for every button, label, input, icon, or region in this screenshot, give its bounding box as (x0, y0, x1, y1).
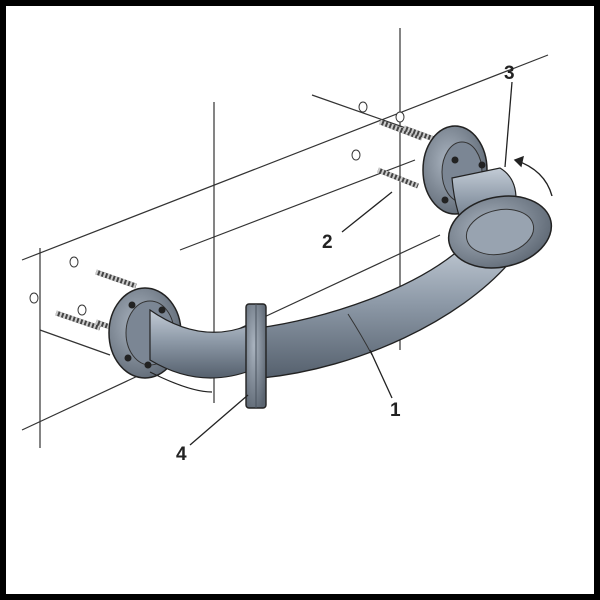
drill-hole (69, 256, 79, 268)
corner-line-lower (39, 329, 111, 356)
leader-lines (189, 81, 513, 446)
leader-line-1 (369, 349, 393, 399)
drill-hole (358, 101, 368, 113)
screw (379, 119, 423, 141)
leader-line-3 (504, 81, 513, 168)
callout-4: 4 (176, 444, 187, 465)
screw (377, 167, 419, 189)
connector-flange (245, 303, 267, 409)
drill-hole (77, 304, 87, 316)
drill-hole (29, 292, 39, 304)
drill-hole (395, 111, 405, 123)
leader-line-4 (189, 394, 249, 446)
callout-3: 3 (504, 63, 515, 84)
leader-line-2 (341, 191, 393, 233)
screw (95, 269, 137, 289)
left-rotation-guide (149, 371, 213, 393)
wall-diagonal-mid (179, 159, 416, 251)
wall-diagonal-top (21, 54, 549, 261)
callout-1: 1 (390, 400, 401, 421)
drill-holes (29, 101, 405, 316)
rotation-arrow (513, 155, 553, 197)
elbow-end-cap (447, 195, 553, 269)
screw (55, 310, 101, 331)
drill-hole (351, 149, 361, 161)
callout-2: 2 (322, 232, 333, 253)
left-stub-pipe (149, 308, 253, 379)
